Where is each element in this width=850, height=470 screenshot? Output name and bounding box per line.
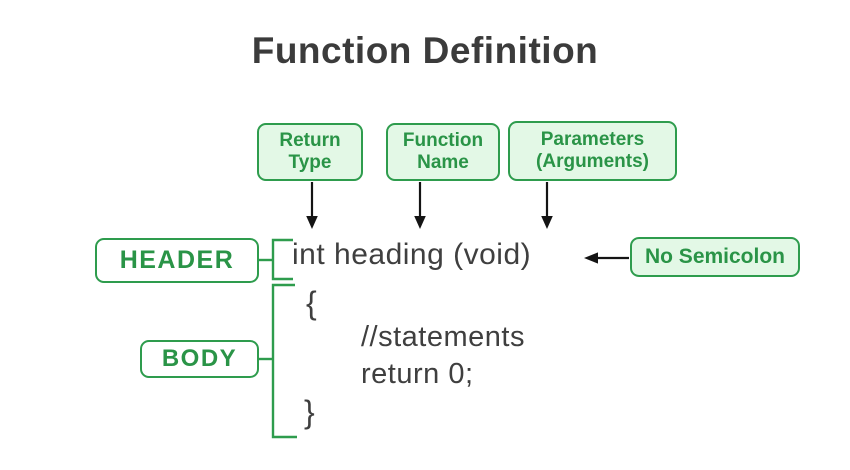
body-bracket: [258, 283, 297, 439]
page-title: Function Definition: [251, 30, 599, 71]
code-function-signature: int heading (void): [292, 238, 532, 271]
return-type-tag: Return Type: [257, 123, 363, 181]
code-return-statement: return 0;: [361, 358, 474, 390]
code-open-brace: {: [306, 285, 318, 321]
parameters-tag: Parameters (Arguments): [508, 121, 677, 181]
header-label-box: HEADER: [95, 238, 259, 283]
code-close-brace: }: [304, 394, 316, 430]
return-type-label: Return Type: [279, 129, 341, 173]
function-name-down-arrow: [414, 182, 426, 229]
header-label: HEADER: [119, 246, 235, 274]
body-label-box: BODY: [140, 340, 259, 378]
no-semicolon-label: No Semicolon: [644, 244, 786, 268]
return-type-down-arrow: [306, 182, 318, 229]
function-name-label: Function Name: [402, 129, 484, 173]
parameters-label: Parameters (Arguments): [536, 128, 649, 172]
header-bracket: [258, 238, 293, 281]
code-comment: //statements: [361, 321, 525, 353]
no-semicolon-tag: No Semicolon: [630, 237, 800, 277]
no-semicolon-left-arrow: [584, 252, 629, 264]
function-name-tag: Function Name: [386, 123, 500, 181]
parameters-down-arrow: [541, 182, 553, 229]
body-label: BODY: [161, 345, 238, 372]
